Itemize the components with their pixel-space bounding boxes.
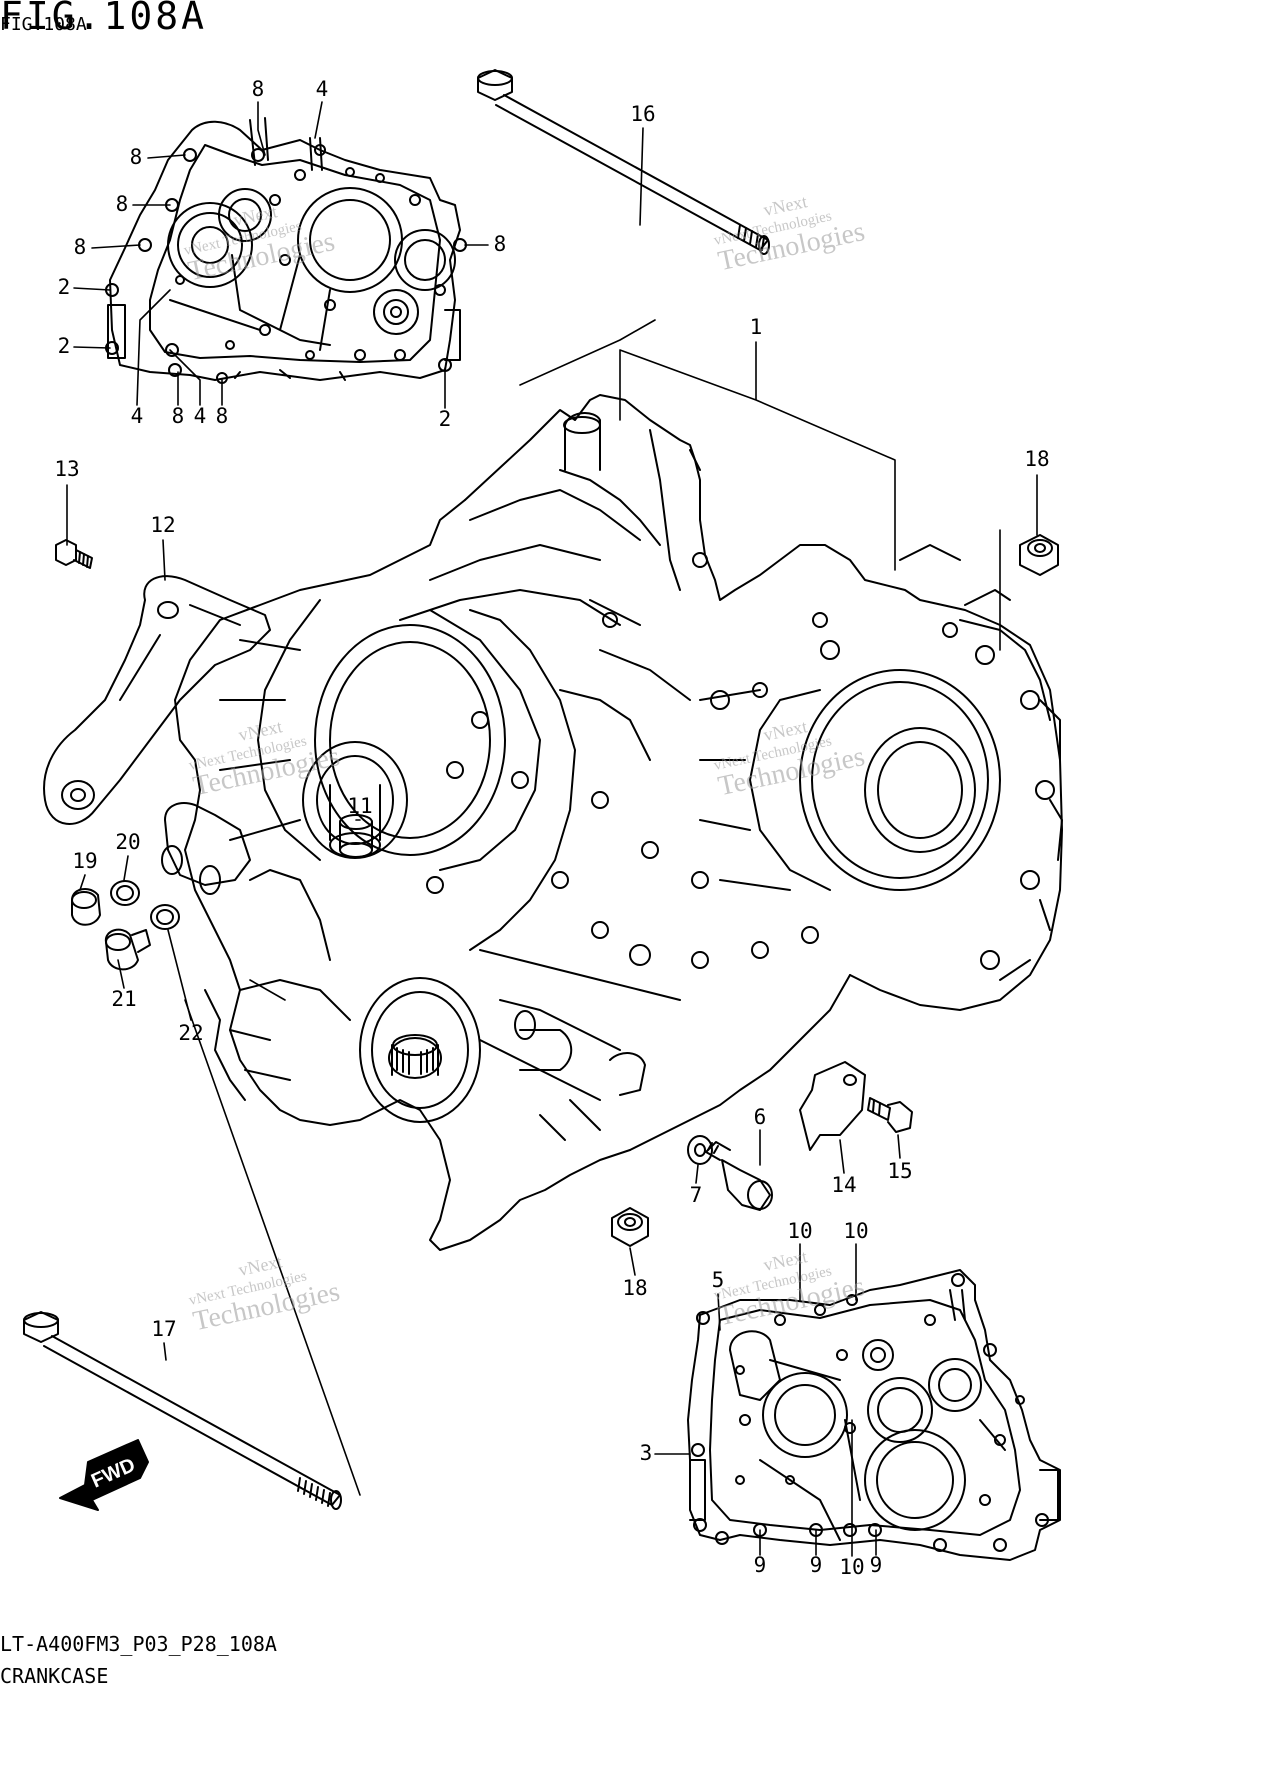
- crankcase-right-half-inset: [687, 1269, 1061, 1561]
- part-label-10: 10: [839, 1555, 864, 1579]
- part-label-1: 1: [750, 315, 763, 339]
- figure-title-large: FIG.108A: [0, 0, 208, 38]
- gasket-part-22: [150, 904, 180, 930]
- part-label-8: 8: [216, 404, 229, 428]
- part-label-6: 6: [754, 1105, 767, 1129]
- part-label-19: 19: [72, 849, 97, 873]
- part-label-8: 8: [116, 192, 129, 216]
- part-label-2: 2: [439, 407, 452, 431]
- nut-part-18-top: [1019, 534, 1059, 576]
- long-bolt-part-17: [23, 1311, 342, 1510]
- bush-part-11: [339, 814, 373, 858]
- part-label-2: 2: [58, 334, 71, 358]
- plug-part-19: [71, 888, 101, 926]
- leader-lines: [66, 101, 1038, 1557]
- part-label-4: 4: [316, 77, 329, 101]
- part-label-18: 18: [1024, 447, 1049, 471]
- bracket-part-12: [43, 575, 271, 825]
- part-label-4: 4: [194, 404, 207, 428]
- part-label-12: 12: [150, 513, 175, 537]
- gasket-part-20: [110, 880, 140, 906]
- nut-part-18-bottom: [611, 1207, 649, 1247]
- crankcase-main-assembly: [161, 394, 1063, 1251]
- bolt-part-6: [705, 1141, 773, 1211]
- model-code: LT-A400FM3_P03_P28_108A: [0, 1632, 277, 1656]
- part-label-8: 8: [172, 404, 185, 428]
- part-label-21: 21: [111, 987, 136, 1011]
- figure-title-small: FIG.108A: [0, 14, 87, 35]
- part-label-20: 20: [115, 830, 140, 854]
- part-label-2: 2: [58, 275, 71, 299]
- part-label-9: 9: [810, 1553, 823, 1577]
- part-label-10: 10: [787, 1219, 812, 1243]
- watermarks: vNext vNext Technologies Technologies vN…: [183, 191, 868, 1337]
- part-label-5: 5: [712, 1268, 725, 1292]
- crankcase-left-half-inset: [105, 117, 467, 384]
- part-label-14: 14: [831, 1173, 856, 1197]
- long-bolt-part-16: [477, 69, 770, 255]
- part-label-10: 10: [843, 1219, 868, 1243]
- part-label-15: 15: [887, 1159, 912, 1183]
- part-label-18: 18: [622, 1276, 647, 1300]
- part-label-7: 7: [690, 1183, 703, 1207]
- part-label-9: 9: [870, 1553, 883, 1577]
- part-label-9: 9: [754, 1553, 767, 1577]
- part-label-8: 8: [494, 232, 507, 256]
- part-label-8: 8: [252, 77, 265, 101]
- plug-part-21: [104, 928, 151, 971]
- part-label-8: 8: [74, 235, 87, 259]
- part-label-4: 4: [131, 404, 144, 428]
- part-label-17: 17: [151, 1317, 176, 1341]
- part-label-22: 22: [178, 1021, 203, 1045]
- part-label-11: 11: [347, 794, 372, 818]
- part-label-3: 3: [640, 1441, 653, 1465]
- part-label-13: 13: [54, 457, 79, 481]
- diagram-caption: CRANKCASE: [0, 1664, 109, 1688]
- forward-direction-arrow: [59, 1439, 149, 1511]
- part-label-8: 8: [130, 145, 143, 169]
- part-label-16: 16: [630, 102, 655, 126]
- bolt-part-13: [55, 539, 93, 569]
- bolt-part-15: [867, 1097, 913, 1133]
- plate-part-14: [799, 1061, 866, 1151]
- washer-part-7: [687, 1135, 713, 1165]
